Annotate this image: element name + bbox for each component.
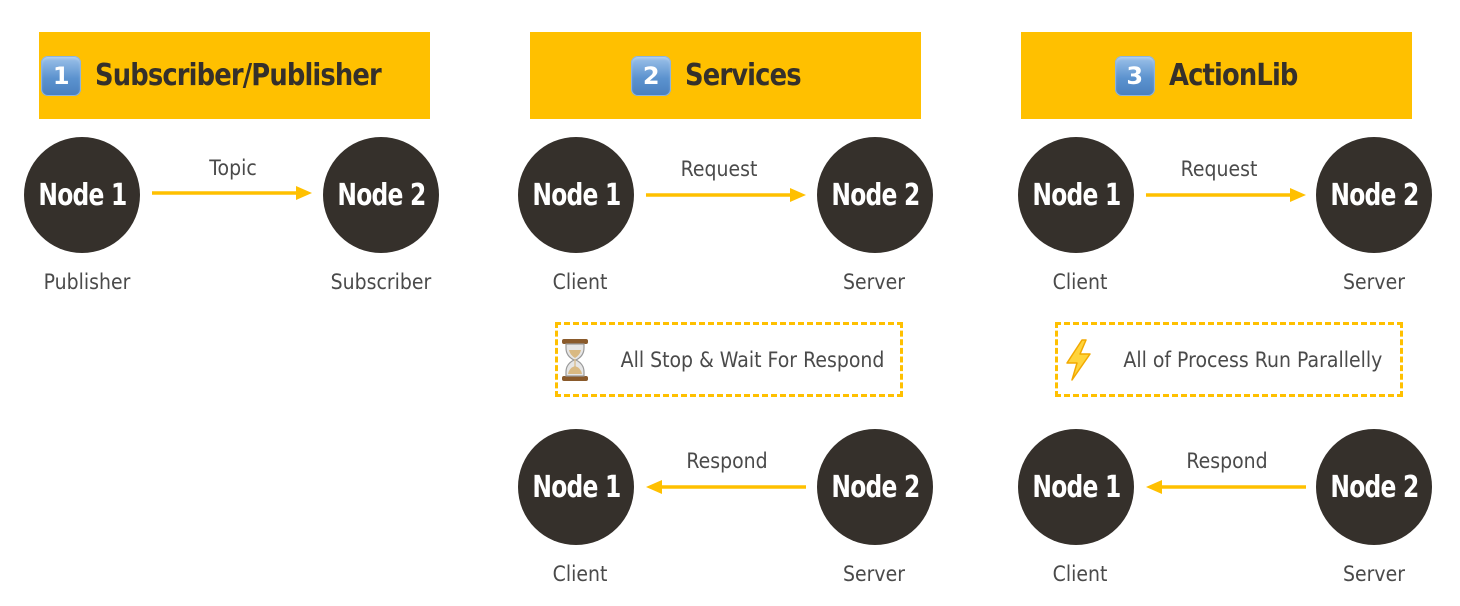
respond-label: Respond bbox=[686, 449, 768, 473]
client-role-label-bottom: Client bbox=[1052, 562, 1108, 586]
request-label: Request bbox=[1180, 157, 1258, 181]
respond-arrow bbox=[646, 480, 806, 494]
node-2-server: Node 2 bbox=[1316, 137, 1432, 253]
note-text: All of Process Run Parallelly bbox=[1123, 347, 1383, 372]
node-label: Node 1 bbox=[531, 177, 621, 213]
number-2-badge-icon: 2 bbox=[631, 55, 672, 96]
node-2-server: Node 2 bbox=[817, 137, 933, 253]
node-label: Node 2 bbox=[336, 177, 426, 213]
section-1-header: 1 Subscriber/Publisher bbox=[39, 32, 430, 119]
node-label: Node 2 bbox=[830, 177, 920, 213]
subscriber-role-label: Subscriber bbox=[330, 270, 432, 294]
request-arrow bbox=[646, 188, 806, 202]
note-text: All Stop & Wait For Respond bbox=[621, 347, 885, 372]
request-label: Request bbox=[680, 157, 758, 181]
respond-arrow bbox=[1146, 480, 1306, 494]
node-2-server-bottom: Node 2 bbox=[817, 429, 933, 545]
topic-label: Topic bbox=[209, 156, 257, 180]
server-role-label: Server bbox=[1343, 270, 1405, 294]
number-1-badge-icon: 1 bbox=[41, 55, 82, 96]
node-label: Node 1 bbox=[531, 469, 621, 505]
request-arrow bbox=[1146, 188, 1306, 202]
topic-arrow bbox=[152, 186, 312, 200]
client-role-label: Client bbox=[552, 270, 608, 294]
respond-label: Respond bbox=[1186, 449, 1268, 473]
node-1-publisher: Node 1 bbox=[24, 137, 140, 253]
publisher-role-label: Publisher bbox=[43, 270, 131, 294]
node-2-server-bottom: Node 2 bbox=[1316, 429, 1432, 545]
server-role-label-bottom: Server bbox=[1343, 562, 1405, 586]
node-label: Node 1 bbox=[1031, 469, 1121, 505]
section-2-title: Services bbox=[685, 58, 802, 93]
hourglass-icon bbox=[558, 337, 592, 383]
node-2-subscriber: Node 2 bbox=[323, 137, 439, 253]
node-label: Node 1 bbox=[1031, 177, 1121, 213]
parallel-process-note: All of Process Run Parallelly bbox=[1055, 322, 1403, 397]
section-3-header: 3 ActionLib bbox=[1021, 32, 1412, 119]
node-1-client-bottom: Node 1 bbox=[1018, 429, 1134, 545]
section-2-header: 2 Services bbox=[530, 32, 921, 119]
node-1-client-bottom: Node 1 bbox=[518, 429, 634, 545]
server-role-label: Server bbox=[843, 270, 905, 294]
client-role-label-bottom: Client bbox=[552, 562, 608, 586]
node-label: Node 2 bbox=[1329, 469, 1419, 505]
stop-and-wait-note: All Stop & Wait For Respond bbox=[555, 322, 903, 397]
node-label: Node 1 bbox=[37, 177, 127, 213]
node-label: Node 2 bbox=[1329, 177, 1419, 213]
client-role-label: Client bbox=[1052, 270, 1108, 294]
number-3-badge-icon: 3 bbox=[1114, 55, 1155, 96]
node-1-client: Node 1 bbox=[518, 137, 634, 253]
node-label: Node 2 bbox=[830, 469, 920, 505]
section-3-title: ActionLib bbox=[1168, 58, 1298, 93]
node-1-client: Node 1 bbox=[1018, 137, 1134, 253]
server-role-label-bottom: Server bbox=[843, 562, 905, 586]
section-1-title: Subscriber/Publisher bbox=[95, 58, 382, 93]
lightning-icon bbox=[1061, 337, 1095, 383]
